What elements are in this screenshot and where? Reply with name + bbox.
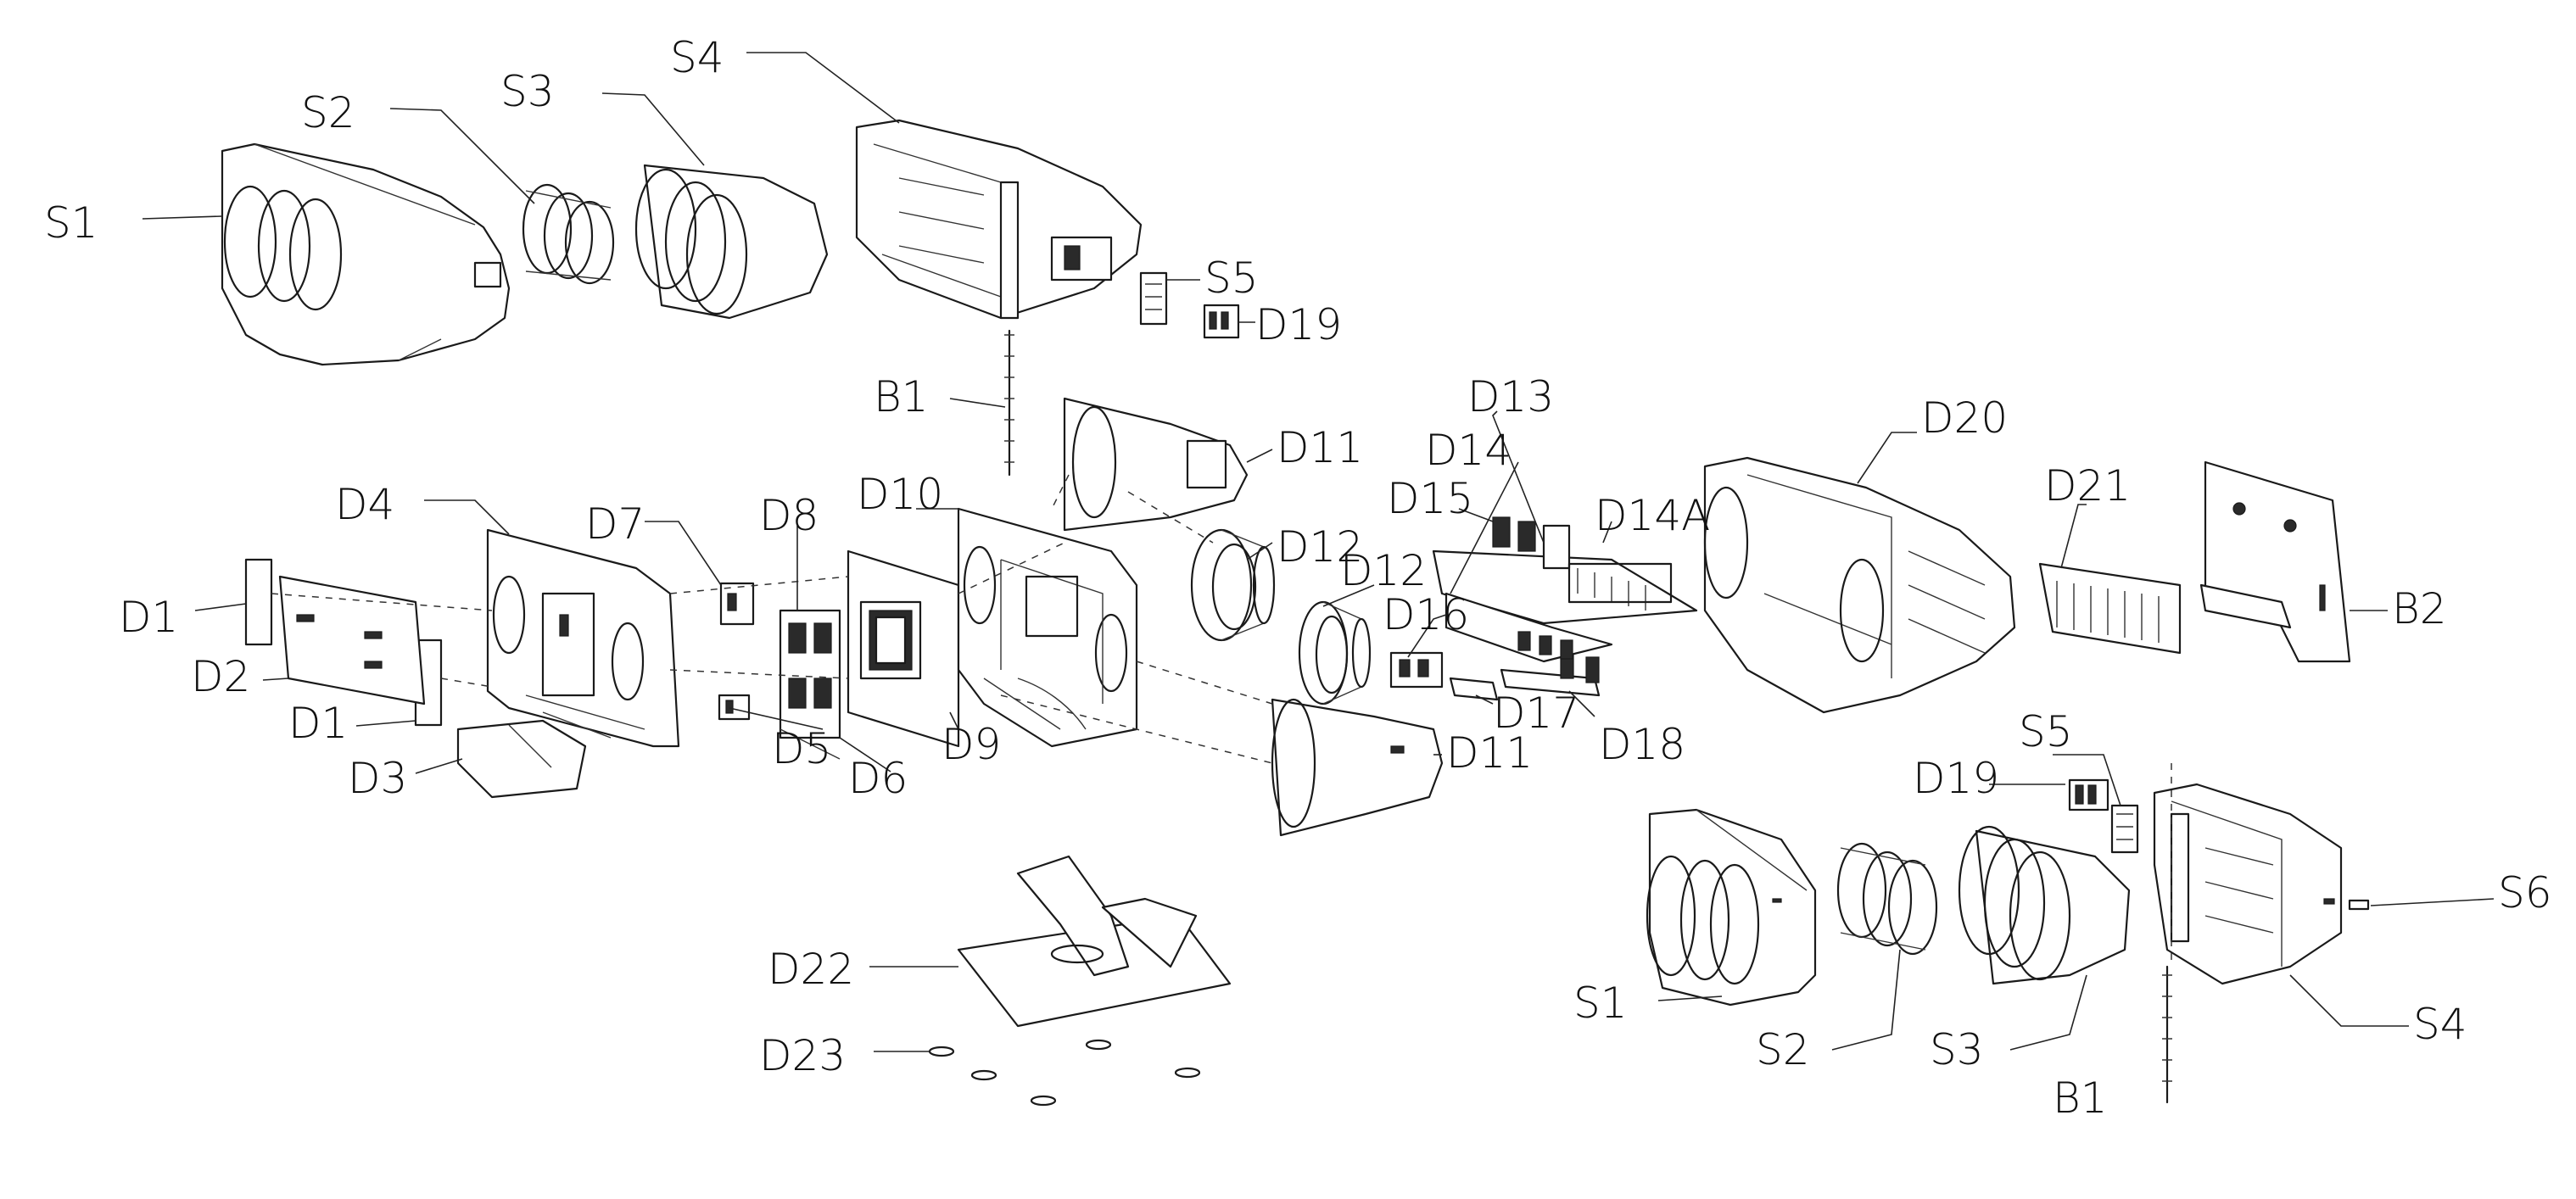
part-d20 — [1703, 456, 2016, 714]
part-d11-top — [1063, 397, 1249, 532]
label-d8: D8 — [759, 491, 819, 540]
part-s4-bottom — [2153, 783, 2343, 985]
part-s5-bottom — [2110, 804, 2139, 854]
part-d9 — [847, 549, 960, 748]
part-s2-bottom — [1836, 842, 1938, 956]
part-d23 — [928, 1039, 1201, 1107]
label-d11-bottom: D11 — [1446, 728, 1533, 778]
label-b1-top: B1 — [874, 372, 929, 421]
part-d15 — [1444, 592, 1613, 663]
part-d19-bottom — [2068, 778, 2109, 811]
part-d21 — [2038, 562, 2182, 655]
part-d3 — [456, 719, 587, 799]
label-s5-bottom: S5 — [2019, 707, 2073, 756]
label-d10: D10 — [857, 470, 943, 519]
part-d17 — [1449, 677, 1499, 701]
label-d5: D5 — [772, 724, 831, 773]
part-d19-top — [1203, 304, 1240, 339]
part-d14-board — [1432, 516, 1698, 625]
label-d6: D6 — [848, 754, 908, 803]
part-d12-a — [1190, 528, 1276, 642]
label-d19-top: D19 — [1255, 300, 1342, 349]
label-b2: B2 — [2392, 584, 2447, 633]
label-d17: D17 — [1493, 689, 1579, 738]
part-s1-bottom — [1646, 808, 1817, 1007]
part-d5 — [718, 694, 751, 721]
label-s2-bottom: S2 — [1756, 1025, 1810, 1074]
labels: S1 S2 S3 S4 S5 D19 B1 D11 D4 D7 D8 D10 D… — [44, 33, 2552, 1123]
part-d6 — [780, 728, 841, 760]
label-s3-top: S3 — [500, 67, 555, 116]
part-b1-top — [1004, 329, 1014, 477]
part-s3-top — [634, 164, 829, 320]
label-b1-bottom: B1 — [2053, 1074, 2108, 1123]
part-d12-b — [1298, 600, 1372, 705]
part-d22 — [957, 855, 1232, 1028]
leader-lines — [142, 52, 2495, 1052]
part-d1-a — [244, 558, 273, 646]
label-d22: D22 — [768, 945, 854, 994]
label-s3-bottom: S3 — [1930, 1025, 1984, 1074]
label-d16: D16 — [1383, 590, 1469, 639]
label-d4: D4 — [335, 480, 394, 529]
part-d2 — [278, 575, 426, 705]
label-d9: D9 — [942, 720, 1001, 769]
part-d16 — [1389, 651, 1444, 689]
label-d14a: D14A — [1595, 491, 1710, 540]
label-d11-top: D11 — [1277, 423, 1363, 472]
label-s1-top: S1 — [44, 198, 98, 248]
part-d10 — [957, 507, 1138, 748]
label-d15: D15 — [1387, 474, 1473, 523]
label-s4-top: S4 — [670, 33, 724, 82]
part-s4-top — [855, 119, 1143, 320]
alignment-lines — [271, 474, 2172, 967]
part-d4 — [486, 528, 680, 748]
part-d7 — [719, 582, 755, 626]
label-d20: D20 — [1921, 393, 2008, 443]
label-d23: D23 — [759, 1031, 846, 1080]
part-b2 — [2199, 460, 2351, 663]
part-s3-bottom — [1958, 825, 2131, 985]
label-d19-bottom: D19 — [1913, 754, 1999, 803]
label-d1-a: D1 — [119, 593, 178, 642]
label-d7: D7 — [585, 499, 645, 549]
label-s5-top: S5 — [1204, 254, 1259, 303]
label-d2: D2 — [191, 652, 250, 701]
label-d3: D3 — [348, 754, 407, 803]
label-d12-b: D12 — [1340, 546, 1427, 595]
label-d13: D13 — [1467, 372, 1554, 421]
label-s4-bottom: S4 — [2413, 1000, 2467, 1049]
part-d8 — [779, 609, 841, 739]
label-s1-bottom: S1 — [1573, 979, 1628, 1028]
part-s5-top — [1139, 271, 1168, 326]
part-d11-bottom — [1271, 698, 1444, 837]
part-b1-bottom — [2162, 965, 2172, 1104]
label-d21: D21 — [2044, 461, 2131, 510]
part-s1-top — [221, 142, 511, 366]
label-s6: S6 — [2498, 868, 2552, 917]
label-d14: D14 — [1425, 426, 1512, 475]
label-d1-b: D1 — [288, 699, 348, 748]
label-s2-top: S2 — [301, 88, 355, 137]
label-d12-a: D12 — [1277, 522, 1363, 572]
part-s2-top — [522, 183, 615, 285]
label-d18: D18 — [1599, 720, 1685, 769]
part-s6 — [2348, 899, 2370, 911]
